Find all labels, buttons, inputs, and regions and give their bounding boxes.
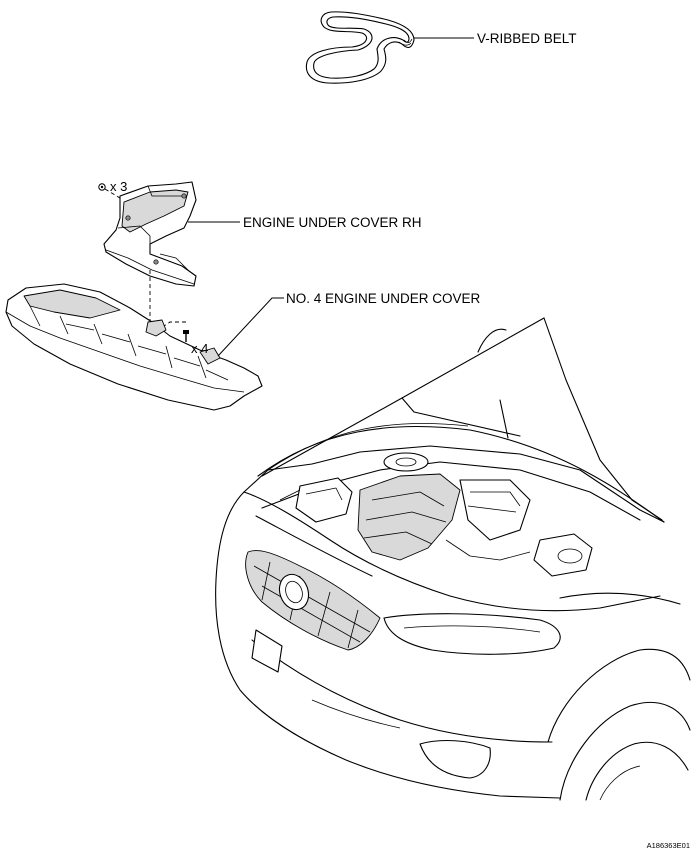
engine-under-cover-rh: [103, 181, 197, 287]
v-ribbed-belt-label: V-RIBBED BELT: [477, 31, 577, 46]
v-ribbed-belt: [305, 11, 415, 84]
no4-engine-under-cover-label: NO. 4 ENGINE UNDER COVER: [286, 291, 481, 306]
vehicle-front: [215, 317, 691, 801]
no4-engine-under-cover-leader: [217, 297, 284, 357]
no4-engine-under-cover: [5, 283, 263, 411]
clip-guide-line: [104, 188, 121, 199]
assembly-guide-line: [157, 321, 186, 331]
figure-id: A186363E01: [647, 841, 690, 850]
clip-icon: [183, 330, 189, 342]
clip-icon: [98, 183, 106, 191]
rh-cover-clip-quantity: x 3: [110, 179, 127, 194]
engine-under-cover-rh-label: ENGINE UNDER COVER RH: [243, 215, 422, 230]
no4-cover-clip-quantity: x 4: [191, 341, 208, 356]
